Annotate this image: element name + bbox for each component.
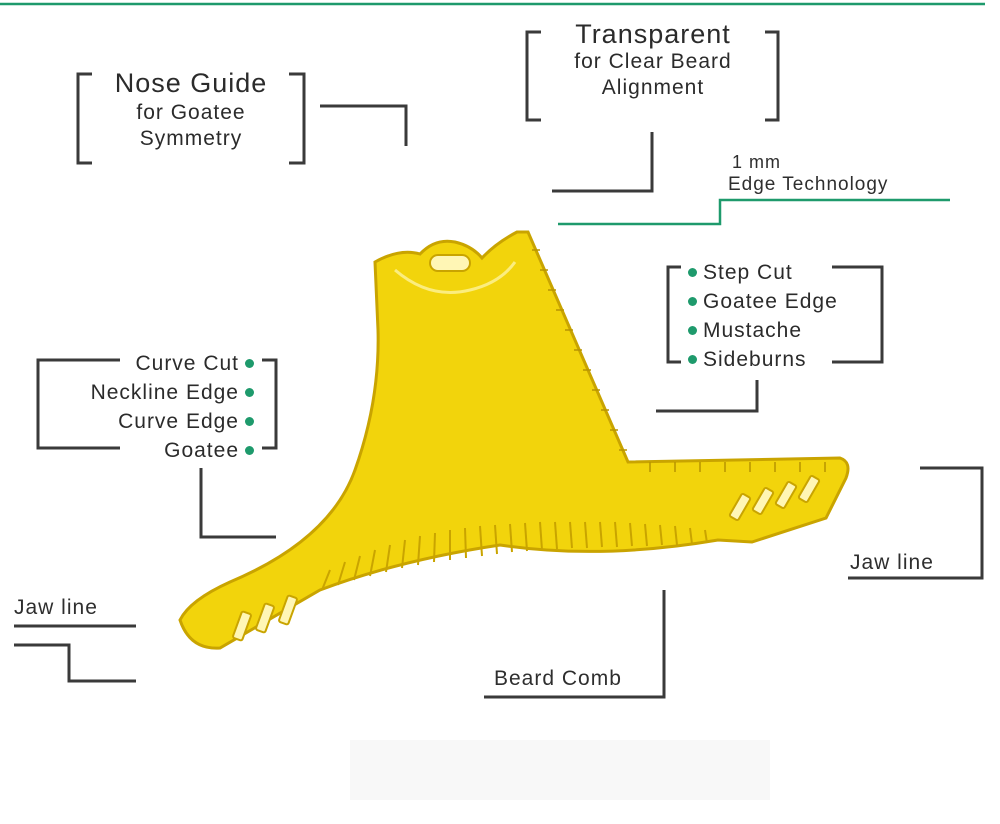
jaw-line-right-label: Jaw line [850,551,934,574]
nose-guide-callout: Nose Guide for Goatee Symmetry [92,68,290,151]
list-item: Mustache [688,316,838,345]
list-item-label: Step Cut [703,260,793,284]
bullet-dot-icon [245,359,254,368]
edge-tech-mm: 1 mm [732,152,781,172]
bullet-dot-icon [245,417,254,426]
list-item-label: Goatee [164,438,239,462]
list-item-label: Curve Cut [135,351,239,375]
edge-tech-label: Edge Technology [728,174,889,195]
left-feature-list: Curve Cut Neckline Edge Curve Edge Goate… [91,349,254,465]
transparent-title: Transparent [575,19,731,49]
nose-guide-line1: for Goatee [136,101,246,124]
list-item: Goatee [91,436,254,465]
bullet-dot-icon [688,326,697,335]
beard-comb-label: Beard Comb [494,667,622,690]
bullet-dot-icon [688,297,697,306]
jaw-line-left-label: Jaw line [14,596,98,619]
nose-guide-bracket [76,72,408,165]
reflection-smudge [350,740,770,800]
list-item-label: Neckline Edge [90,380,239,404]
jaw-line-left-bracket [14,624,136,683]
list-item: Curve Edge [91,407,254,436]
list-item: Goatee Edge [688,287,838,316]
list-item: Sideburns [688,345,838,374]
transparent-line1: for Clear Beard [574,50,732,73]
bullet-dot-icon [688,268,697,277]
transparent-callout: Transparent for Clear Beard Alignment [540,19,766,100]
list-item-label: Sideburns [703,347,807,371]
transparent-bracket [525,30,780,193]
bullet-dot-icon [245,388,254,397]
bullet-dot-icon [245,446,254,455]
beard-shaper-comb-icon [178,230,850,650]
edge-technology-line [558,198,950,226]
transparent-line2: Alignment [601,76,705,99]
jaw-line-right-bracket [848,466,984,580]
nose-guide-title: Nose Guide [114,68,268,98]
right-feature-list: Step Cut Goatee Edge Mustache Sideburns [688,258,838,374]
nose-guide-line2: Symmetry [139,127,243,150]
beard-comb-bracket [484,590,666,699]
list-item-label: Goatee Edge [703,289,838,313]
bullet-dot-icon [688,355,697,364]
right-list-bracket [656,265,884,413]
list-item-label: Mustache [703,318,803,342]
list-item: Neckline Edge [91,378,254,407]
list-item-label: Curve Edge [118,409,239,433]
list-item: Step Cut [688,258,838,287]
left-list-bracket [36,358,278,539]
list-item: Curve Cut [91,349,254,378]
